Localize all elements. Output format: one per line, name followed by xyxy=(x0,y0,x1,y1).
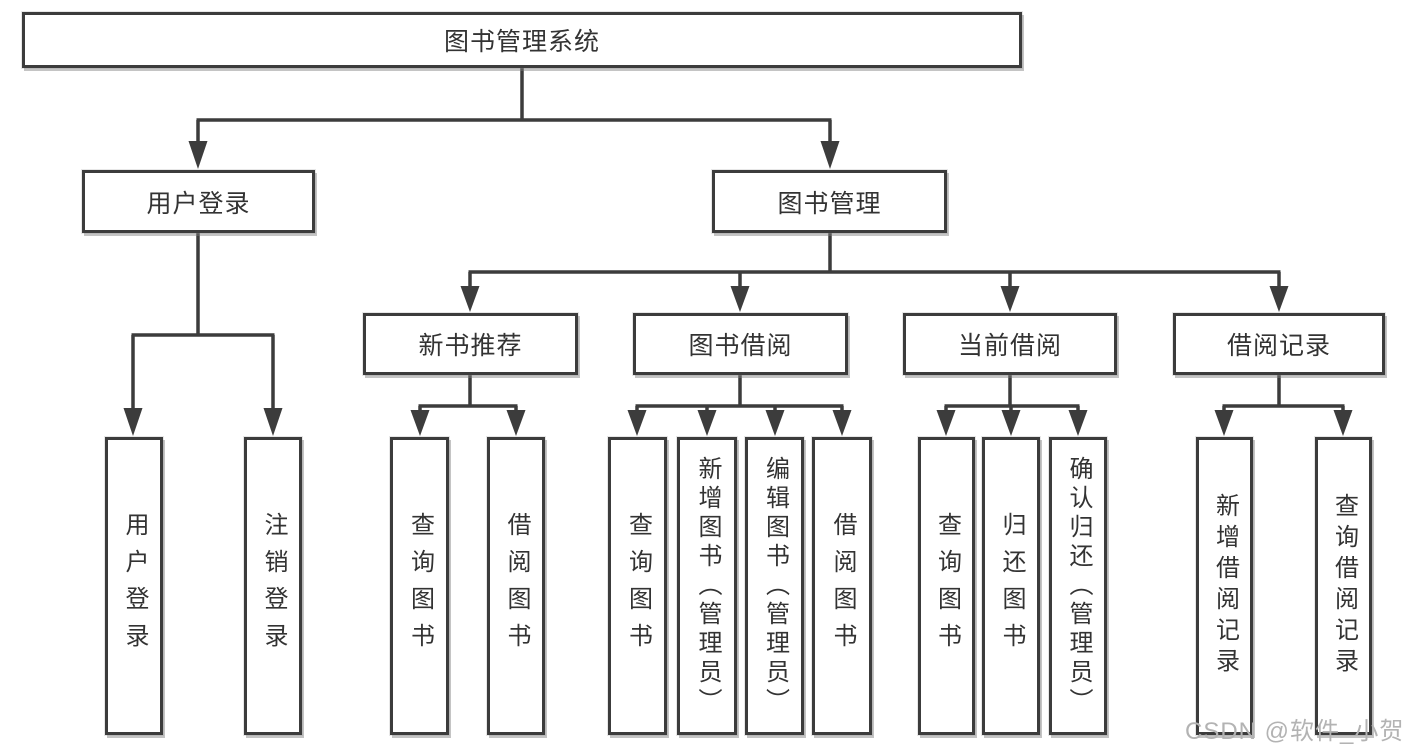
leaf-logout: 注销登录 xyxy=(244,437,302,735)
node-book-borrowing: 图书借阅 xyxy=(633,313,848,375)
leaf-return-books: 归还图书 xyxy=(982,437,1040,735)
leaf-query-borrow-record: 查询借阅记录 xyxy=(1315,437,1372,735)
node-new-book-recommend: 新书推荐 xyxy=(363,313,578,375)
leaf-confirm-return-admin: 确认归还（管理员） xyxy=(1049,437,1107,735)
csdn-watermark: CSDN @软件_小贺同学 xyxy=(1185,718,1405,745)
node-root: 图书管理系统 xyxy=(22,12,1022,68)
leaf-edit-books-admin: 编辑图书（管理员） xyxy=(745,437,804,735)
leaf-query-books-current: 查询图书 xyxy=(918,437,975,735)
node-book-management: 图书管理 xyxy=(712,170,947,233)
leaf-user-login: 用户登录 xyxy=(105,437,163,735)
leaf-query-books-recommend: 查询图书 xyxy=(390,437,449,735)
connector-paths xyxy=(131,68,1345,414)
leaf-borrow-books: 借阅图书 xyxy=(812,437,872,735)
leaf-borrow-books-recommend: 借阅图书 xyxy=(487,437,545,735)
leaf-query-books-borrowing: 查询图书 xyxy=(608,437,667,735)
node-borrowing-records: 借阅记录 xyxy=(1173,313,1385,375)
node-current-borrowing: 当前借阅 xyxy=(903,313,1117,375)
leaf-add-borrow-record: 新增借阅记录 xyxy=(1196,437,1253,735)
node-user-login: 用户登录 xyxy=(82,170,315,233)
connector-arrowheads xyxy=(123,141,1353,436)
leaf-add-books-admin: 新增图书（管理员） xyxy=(677,437,737,735)
